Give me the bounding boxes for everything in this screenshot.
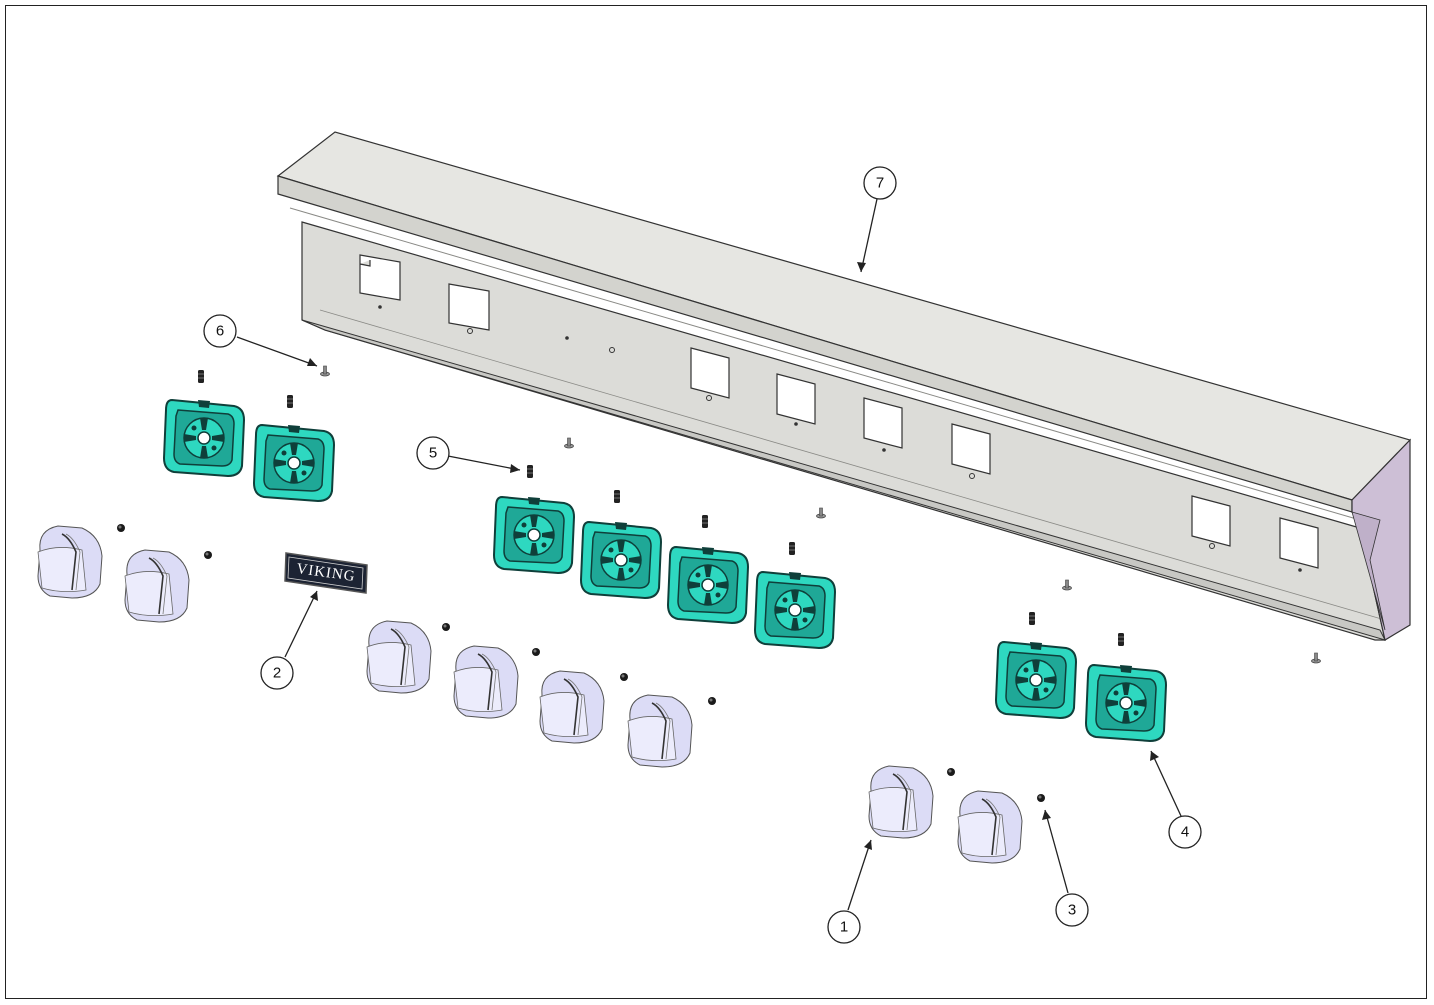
knob-bezel [995,641,1077,719]
callout-7: 7 [863,166,897,200]
knob-bezel [754,571,836,649]
mount-screw [1062,579,1072,591]
control-knob [627,694,693,768]
callout-1-label: 1 [840,919,848,936]
set-screw [286,394,294,409]
leader-arrowheads [307,262,1159,850]
set-screw [1028,611,1036,626]
knob-bezel [580,521,662,599]
knob-bezel [493,496,575,574]
knob-fastener [1037,794,1045,802]
knob-fastener [620,673,628,681]
set-screw [197,369,205,384]
control-knob [453,645,519,719]
leader-lines [236,198,1182,911]
knob-bezel [1085,664,1167,742]
callout-5: 5 [416,436,450,470]
callout-4-label: 4 [1181,824,1189,841]
callout-6-label: 6 [216,323,224,340]
set-screw [1117,632,1125,647]
callout-3: 3 [1055,893,1089,927]
control-knob [124,549,190,623]
set-screw [526,464,534,479]
control-knob [37,525,103,599]
callout-4: 4 [1168,815,1202,849]
knob-bezel [667,546,749,624]
set-screw [701,514,709,529]
set-screw [613,489,621,504]
mount-screw [320,365,330,377]
knob-fastener [947,768,955,776]
callout-2-label: 2 [273,665,281,682]
control-knob [868,765,934,839]
brand-nameplate: VIKING [284,552,368,594]
knob-fastener [708,697,716,705]
callout-2: 2 [260,656,294,690]
knob-fastener [532,648,540,656]
knob-fastener [204,551,212,559]
callout-6: 6 [203,314,237,348]
knob-bezel [253,424,335,502]
set-screw [788,541,796,556]
mount-screw [564,437,574,449]
mount-screw [1311,652,1321,664]
callout-7-label: 7 [876,175,884,192]
knob-fastener [117,524,125,532]
knob-bezel [163,399,245,477]
control-knob [366,620,432,694]
callout-3-label: 3 [1068,902,1076,919]
knob-fastener [442,623,450,631]
control-panel-housing [276,131,1412,641]
callout-5-label: 5 [429,445,437,462]
control-knob [539,670,605,744]
control-knob [957,790,1023,864]
mount-screw [816,507,826,519]
callout-1: 1 [827,910,861,944]
